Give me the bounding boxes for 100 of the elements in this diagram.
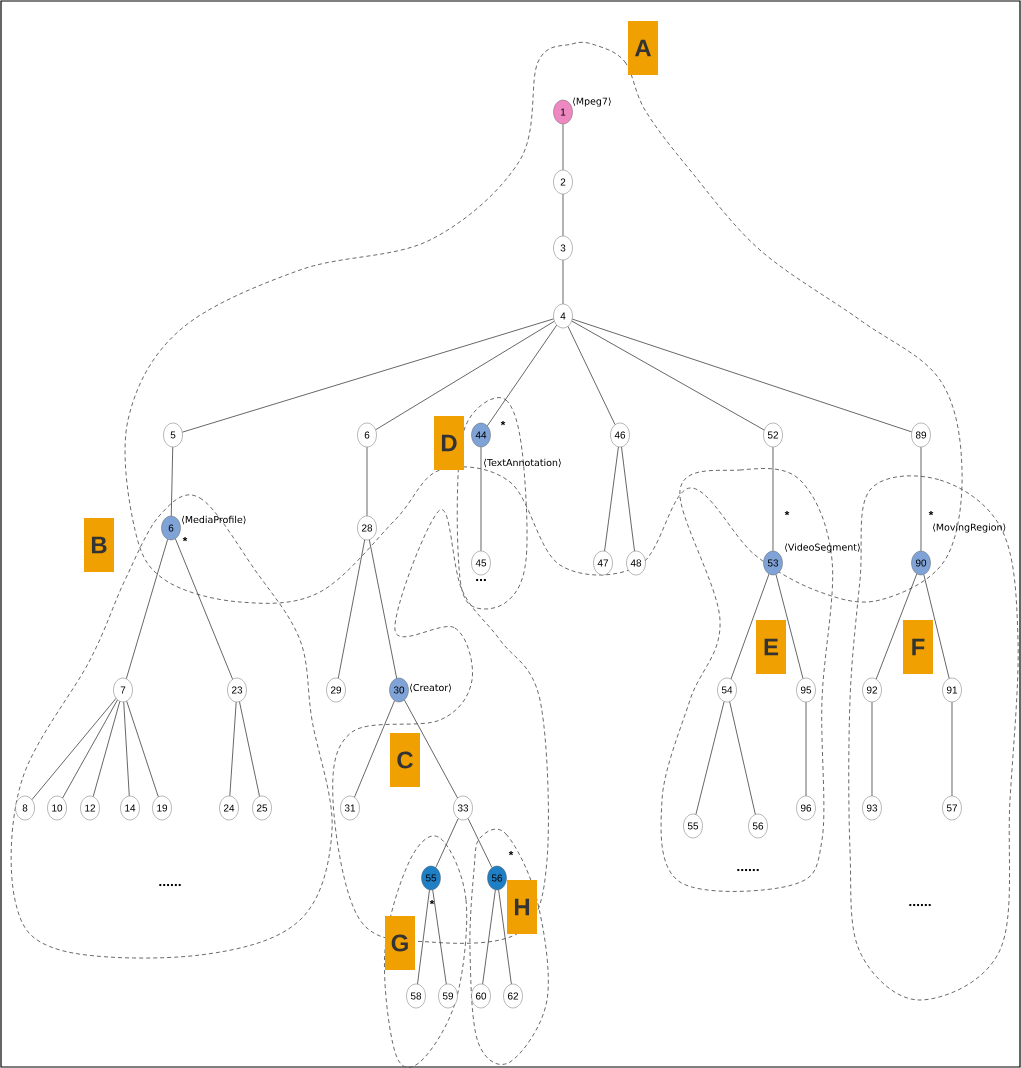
- tree-edge: [170, 446, 174, 517]
- tree-edge: [126, 700, 159, 798]
- tree-node: 28: [357, 515, 377, 541]
- tree-node: 44: [471, 422, 491, 448]
- letter-box: D: [434, 416, 464, 470]
- tree-node: 7: [113, 677, 133, 703]
- element-tag: ⟨TextAnnotation⟩: [484, 458, 561, 468]
- ellipsis: ......: [737, 868, 759, 872]
- tree-edge: [498, 889, 512, 985]
- tree-node: 10: [47, 795, 67, 821]
- tree-edge: [126, 539, 168, 679]
- tree-edge: [772, 446, 774, 552]
- tree-node: 90: [911, 550, 931, 576]
- tree-node: 47: [593, 550, 613, 576]
- letter-box: A: [628, 21, 658, 75]
- tree-edge: [562, 259, 564, 305]
- tree-node: 59: [438, 983, 458, 1009]
- tree-edge: [467, 818, 493, 868]
- tree-edge: [482, 889, 496, 985]
- ellipsis: ......: [909, 903, 931, 907]
- tree-edge: [417, 889, 430, 985]
- tree-node: 33: [453, 795, 473, 821]
- tree-node: 6: [161, 515, 181, 541]
- tree-node: 14: [120, 795, 140, 821]
- tree-edge: [123, 701, 130, 797]
- tree-edge: [480, 446, 482, 552]
- tree-edge: [92, 701, 121, 797]
- tree-node: 6: [357, 422, 377, 448]
- asterisk-mark: *: [500, 420, 506, 426]
- ellipsis: ......: [159, 883, 181, 887]
- tree-node: 60: [471, 983, 491, 1009]
- tree-edge: [404, 699, 458, 799]
- asterisk-mark: *: [182, 536, 188, 542]
- tree-node: 1: [553, 99, 573, 125]
- tree-node: 4: [553, 303, 573, 329]
- tree-node: 25: [252, 795, 272, 821]
- tree-edge: [432, 889, 447, 985]
- letter-box: B: [84, 518, 114, 572]
- tree-edge: [621, 446, 635, 552]
- tree-edge: [805, 701, 807, 797]
- letter-box: H: [507, 880, 537, 934]
- tree-edge: [375, 320, 555, 431]
- tree-edge: [923, 574, 950, 679]
- tree-edge: [562, 193, 564, 237]
- tree-node: 5: [163, 422, 183, 448]
- element-tag: ⟨MovingRegion⟩: [933, 523, 1006, 533]
- tree-node: 48: [626, 550, 646, 576]
- tree-edge: [229, 701, 237, 797]
- tree-edge: [368, 539, 398, 679]
- tree-node: 89: [911, 422, 931, 448]
- tree-node: 55: [421, 865, 441, 891]
- asterisk-mark: *: [784, 510, 790, 516]
- tree-edge: [366, 446, 368, 517]
- letter-box: C: [390, 733, 420, 787]
- tree-node: 95: [796, 677, 816, 703]
- letter-box: F: [903, 620, 933, 674]
- tree-edge: [875, 573, 918, 680]
- tree-edge: [62, 699, 118, 799]
- element-tag: ⟨MediaProfile⟩: [182, 515, 246, 525]
- tree-edge: [695, 701, 725, 815]
- tree-edge: [775, 574, 804, 679]
- tree-node: 54: [717, 677, 737, 703]
- tree-edge: [729, 701, 756, 815]
- letter-box: G: [385, 916, 415, 970]
- tree-node: 56: [487, 865, 507, 891]
- tree-edge: [571, 320, 765, 431]
- tree-edge: [175, 538, 233, 680]
- tree-node: 57: [942, 795, 962, 821]
- tree-edge: [182, 318, 554, 433]
- tree-edge: [572, 318, 912, 433]
- asterisk-mark: *: [429, 899, 435, 905]
- element-tag: ⟨Creator⟩: [410, 683, 452, 693]
- tree-node: 46: [610, 422, 630, 448]
- tree-edge: [239, 701, 260, 797]
- tree-edge: [604, 446, 619, 552]
- letter-box: E: [756, 620, 786, 674]
- tree-node: 52: [763, 422, 783, 448]
- element-tag: ⟨VideoSegment⟩: [785, 543, 860, 553]
- tree-node: 24: [219, 795, 239, 821]
- tree-node: 92: [862, 677, 882, 703]
- tree-edge: [567, 326, 616, 425]
- tree-node: 53: [763, 550, 783, 576]
- tree-node: 8: [15, 795, 35, 821]
- tree-node: 12: [80, 795, 100, 821]
- tree-node: 62: [503, 983, 523, 1009]
- tree-edge: [871, 701, 873, 797]
- tree-edge: [31, 698, 117, 800]
- tree-edge: [920, 446, 922, 552]
- tree-node: 55: [683, 813, 703, 839]
- tree-edge: [730, 573, 770, 680]
- tree-node: 23: [227, 677, 247, 703]
- tree-edge: [435, 818, 459, 868]
- tree-edge: [562, 123, 564, 171]
- tree-edge: [486, 324, 558, 427]
- asterisk-mark: *: [928, 510, 934, 516]
- tree-node: 2: [553, 169, 573, 195]
- tree-node: 58: [406, 983, 426, 1009]
- tree-node: 96: [796, 795, 816, 821]
- tree-edge: [337, 539, 366, 679]
- element-tag: ⟨Mpeg7⟩: [573, 97, 611, 107]
